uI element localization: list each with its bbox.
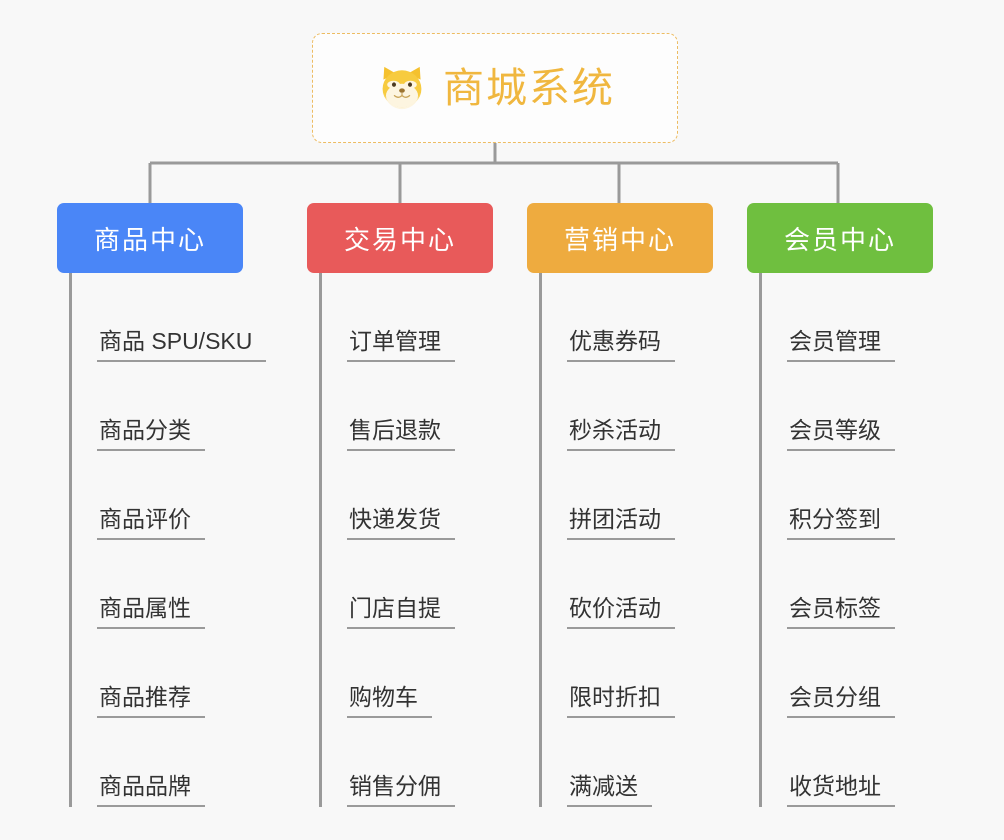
- list-item[interactable]: 拼团活动: [527, 451, 747, 540]
- branch-spine: [319, 273, 322, 807]
- list-item[interactable]: 秒杀活动: [527, 362, 747, 451]
- branch-column-marketing: 营销中心 优惠券码 秒杀活动 拼团活动 砍价活动 限时折扣 满减送: [527, 203, 747, 807]
- category-label: 会员中心: [783, 224, 896, 255]
- category-header-member[interactable]: 会员中心: [747, 203, 933, 273]
- list-item[interactable]: 销售分佣: [307, 718, 527, 807]
- item-label: 售后退款: [347, 417, 455, 451]
- item-label: 满减送: [567, 773, 652, 807]
- item-label: 秒杀活动: [567, 417, 675, 451]
- branch-column-trade: 交易中心 订单管理 售后退款 快递发货 门店自提 购物车 销售分佣: [307, 203, 527, 807]
- list-item[interactable]: 会员分组: [747, 629, 967, 718]
- branch-column-product: 商品中心 商品 SPU/SKU 商品分类 商品评价 商品属性 商品推荐 商品品牌: [57, 203, 307, 807]
- item-list-marketing: 优惠券码 秒杀活动 拼团活动 砍价活动 限时折扣 满减送: [527, 273, 747, 807]
- item-label: 会员管理: [787, 328, 895, 362]
- item-label: 会员等级: [787, 417, 895, 451]
- list-item[interactable]: 会员等级: [747, 362, 967, 451]
- item-list-trade: 订单管理 售后退款 快递发货 门店自提 购物车 销售分佣: [307, 273, 527, 807]
- item-label: 会员标签: [787, 595, 895, 629]
- item-label: 商品分类: [97, 417, 205, 451]
- list-item[interactable]: 商品 SPU/SKU: [57, 273, 307, 362]
- root-title: 商城系统: [443, 64, 615, 111]
- item-label: 拼团活动: [567, 506, 675, 540]
- list-item[interactable]: 收货地址: [747, 718, 967, 807]
- list-item[interactable]: 订单管理: [307, 273, 527, 362]
- item-label: 收货地址: [787, 773, 895, 807]
- list-item[interactable]: 商品推荐: [57, 629, 307, 718]
- category-label: 营销中心: [563, 224, 676, 255]
- item-label: 快递发货: [347, 506, 455, 540]
- category-header-marketing[interactable]: 营销中心: [527, 203, 713, 273]
- list-item[interactable]: 满减送: [527, 718, 747, 807]
- list-item[interactable]: 商品品牌: [57, 718, 307, 807]
- category-label: 交易中心: [343, 224, 456, 255]
- item-label: 购物车: [347, 684, 432, 718]
- item-label: 商品推荐: [97, 684, 205, 718]
- item-label: 门店自提: [347, 595, 455, 629]
- item-list-product: 商品 SPU/SKU 商品分类 商品评价 商品属性 商品推荐 商品品牌: [57, 273, 307, 807]
- list-item[interactable]: 快递发货: [307, 451, 527, 540]
- shiba-dog-face-icon: [375, 61, 429, 115]
- item-label: 订单管理: [347, 328, 455, 362]
- item-label: 砍价活动: [567, 595, 675, 629]
- item-label: 商品 SPU/SKU: [97, 328, 267, 362]
- category-label: 商品中心: [93, 224, 206, 255]
- list-item[interactable]: 积分签到: [747, 451, 967, 540]
- list-item[interactable]: 会员管理: [747, 273, 967, 362]
- list-item[interactable]: 商品属性: [57, 540, 307, 629]
- list-item[interactable]: 商品评价: [57, 451, 307, 540]
- list-item[interactable]: 售后退款: [307, 362, 527, 451]
- list-item[interactable]: 砍价活动: [527, 540, 747, 629]
- category-header-product[interactable]: 商品中心: [57, 203, 243, 273]
- item-label: 优惠券码: [567, 328, 675, 362]
- list-item[interactable]: 门店自提: [307, 540, 527, 629]
- branch-spine: [69, 273, 72, 807]
- item-label: 会员分组: [787, 684, 895, 718]
- item-label: 限时折扣: [567, 684, 675, 718]
- item-label: 积分签到: [787, 506, 895, 540]
- branch-column-member: 会员中心 会员管理 会员等级 积分签到 会员标签 会员分组 收货地址: [747, 203, 967, 807]
- category-header-trade[interactable]: 交易中心: [307, 203, 493, 273]
- item-label: 商品评价: [97, 506, 205, 540]
- item-list-member: 会员管理 会员等级 积分签到 会员标签 会员分组 收货地址: [747, 273, 967, 807]
- list-item[interactable]: 优惠券码: [527, 273, 747, 362]
- item-label: 商品品牌: [97, 773, 205, 807]
- item-label: 商品属性: [97, 595, 205, 629]
- branch-spine: [539, 273, 542, 807]
- list-item[interactable]: 商品分类: [57, 362, 307, 451]
- list-item[interactable]: 会员标签: [747, 540, 967, 629]
- list-item[interactable]: 限时折扣: [527, 629, 747, 718]
- branch-spine: [759, 273, 762, 807]
- list-item[interactable]: 购物车: [307, 629, 527, 718]
- item-label: 销售分佣: [347, 773, 455, 807]
- root-node[interactable]: 商城系统: [312, 33, 678, 143]
